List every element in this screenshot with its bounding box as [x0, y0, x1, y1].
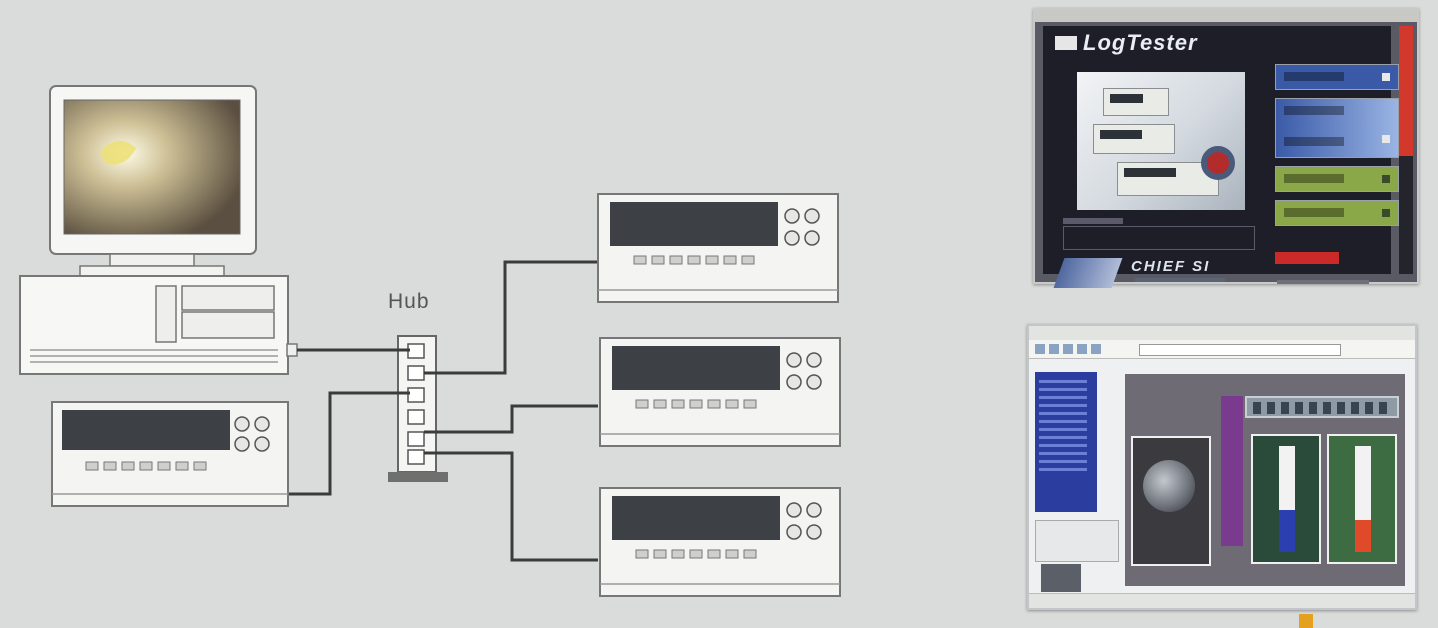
drive-bay — [181, 311, 275, 339]
green-button-1[interactable] — [1275, 166, 1399, 192]
hub-port-icon — [407, 431, 425, 447]
red-button[interactable] — [1275, 252, 1339, 264]
logtester-screenshot: LogTester CHIEF SI — [1033, 8, 1419, 288]
knob-icon — [806, 352, 822, 368]
window-titlebar — [1035, 10, 1417, 22]
dial-gauge-icon — [1143, 460, 1195, 512]
blue-button-1[interactable] — [1275, 64, 1399, 90]
instrument-display — [612, 346, 780, 390]
knob-icon — [784, 208, 800, 224]
home-icon[interactable] — [1091, 344, 1101, 354]
knob-icon — [804, 208, 820, 224]
knob-icon — [786, 352, 802, 368]
browser-sidebar — [1035, 372, 1097, 512]
thermometer-blue — [1251, 434, 1321, 564]
hub-port-icon — [407, 343, 425, 359]
thermometer-fill — [1279, 509, 1295, 552]
blue-button-2[interactable] — [1275, 98, 1399, 158]
knob-icon — [784, 230, 800, 246]
multimeter-right-3 — [599, 487, 841, 597]
instrument-icon — [1093, 124, 1175, 154]
dial-icon — [1201, 146, 1235, 180]
menu-bar — [1029, 326, 1415, 341]
pc-computer — [19, 85, 298, 375]
instrument-icon — [1103, 88, 1169, 116]
stop-icon[interactable] — [1063, 344, 1073, 354]
multimeter-right-2 — [599, 337, 841, 447]
hub-port-icon — [407, 409, 425, 425]
thermometer-fill — [1355, 520, 1371, 552]
knob-icon — [806, 502, 822, 518]
accent-strip — [1399, 26, 1413, 156]
knob-icon — [234, 416, 250, 432]
hub-port-icon — [407, 365, 425, 381]
green-button-2[interactable] — [1275, 200, 1399, 226]
side-strip — [1399, 156, 1413, 274]
thumbnail-image — [1041, 564, 1081, 592]
instrument-photo — [1077, 72, 1245, 210]
forward-icon[interactable] — [1049, 344, 1059, 354]
network-port-icon — [286, 343, 298, 357]
knob-icon — [806, 524, 822, 540]
back-icon[interactable] — [1035, 344, 1045, 354]
orange-indicator — [1299, 614, 1313, 628]
pc-monitor — [49, 85, 257, 277]
cable-hub-meter-3 — [424, 451, 598, 562]
cable-hub-meter-1 — [424, 260, 598, 375]
instrument-display — [62, 410, 230, 450]
purple-bar — [1221, 396, 1243, 546]
sidebar-panel — [1035, 520, 1119, 562]
app-window: LogTester CHIEF SI — [1043, 26, 1399, 288]
multimeter-left — [51, 401, 289, 507]
brand-underline — [1135, 278, 1225, 282]
hub-port-icon — [407, 449, 425, 465]
knob-icon — [786, 524, 802, 540]
pc-screen — [63, 99, 241, 235]
knob-icon — [806, 374, 822, 390]
monitoring-app — [1125, 374, 1405, 628]
knob-icon — [234, 436, 250, 452]
logo-icon — [1055, 36, 1077, 50]
instrument-display — [612, 496, 780, 540]
chip-icon — [1053, 258, 1123, 288]
hub-label: Hub — [388, 290, 430, 313]
cable-hub-meter-2 — [424, 404, 598, 434]
status-bar — [1029, 593, 1415, 608]
instrument-display — [610, 202, 778, 246]
knob-icon — [254, 416, 270, 432]
address-bar[interactable] — [1139, 344, 1341, 356]
gauge-panel — [1131, 436, 1211, 566]
network-hub — [388, 335, 448, 482]
field-label — [1063, 218, 1123, 224]
footnote-bar — [1277, 280, 1369, 284]
led-display — [1245, 396, 1399, 418]
screen-glow-icon — [100, 140, 136, 165]
multimeter-right-1 — [597, 193, 839, 303]
knob-icon — [804, 230, 820, 246]
knob-icon — [786, 502, 802, 518]
knob-icon — [786, 374, 802, 390]
cables — [288, 260, 598, 562]
knob-icon — [254, 436, 270, 452]
pc-tower — [19, 275, 298, 375]
cable-left-meter-hub — [288, 391, 410, 496]
thermometer-red — [1327, 434, 1397, 564]
app-title: LogTester — [1083, 30, 1198, 55]
brand-label: CHIEF SI — [1131, 258, 1211, 275]
refresh-icon[interactable] — [1077, 344, 1087, 354]
hub-port-icon — [407, 387, 425, 403]
text-field[interactable] — [1063, 226, 1255, 250]
drive-bay — [181, 285, 275, 311]
browser-screenshot — [1027, 324, 1417, 628]
